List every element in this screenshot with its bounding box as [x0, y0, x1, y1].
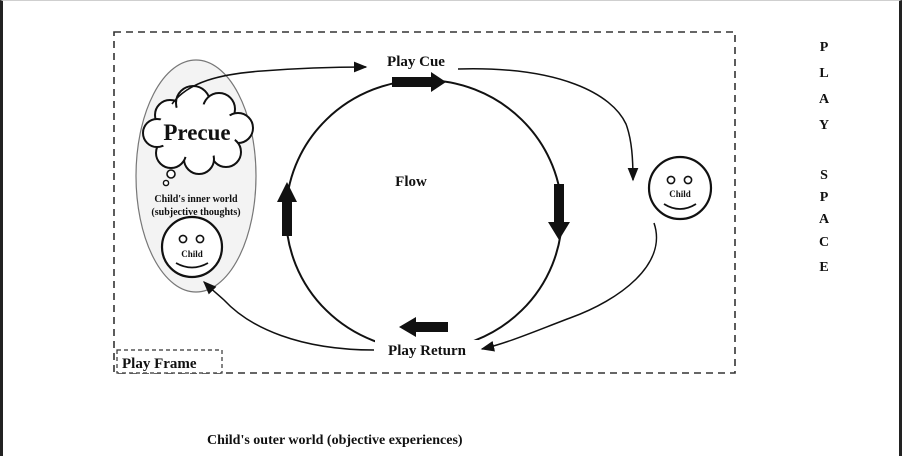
precue-cloud	[142, 85, 254, 187]
flow-arrow-left	[277, 182, 297, 236]
play-cue-label-bg	[375, 51, 457, 71]
flow-label: Flow	[395, 174, 427, 190]
play-return-label: Play Return	[388, 343, 467, 359]
flow-arrow-bottom	[399, 317, 448, 337]
play-space-letter: E	[819, 260, 828, 275]
play-space-letter: P	[820, 190, 829, 205]
play-return-to-inner-world-arrow	[203, 281, 375, 351]
play-space-letter: C	[819, 235, 829, 250]
play-space-letter: L	[819, 66, 828, 81]
flow-arrows	[277, 72, 570, 337]
flow-circle	[285, 79, 563, 351]
play-frame-border	[113, 31, 736, 374]
play-space-letter: A	[819, 212, 830, 227]
inner-world-label: Child's inner world	[154, 194, 238, 205]
precue-label: Precue	[163, 120, 230, 145]
play-cue-label: Play Cue	[387, 54, 445, 70]
play-frame-label: Play Frame	[122, 356, 197, 372]
inner-child-label: Child	[181, 249, 203, 259]
outer-world-label: Child's outer world (objective experienc…	[207, 433, 463, 448]
play-frame-label-box	[116, 349, 223, 374]
flow-arrow-right	[548, 184, 570, 240]
play-space-label: P L A Y S P A C E	[819, 40, 830, 275]
precue-to-play-cue-arrow	[171, 61, 368, 105]
play-space-letter: A	[819, 92, 830, 107]
play-return-label-bg	[375, 340, 481, 360]
connector-arrows	[171, 61, 658, 352]
play-space-letter: Y	[819, 118, 829, 133]
flow-arrow-top	[392, 72, 446, 92]
play-cue-to-child-arrow	[457, 68, 639, 182]
inner-world-sublabel: (subjective thoughts)	[151, 207, 240, 218]
play-space-letter: S	[820, 168, 828, 183]
outer-child-label: Child	[669, 189, 691, 199]
outer-child-face	[647, 155, 713, 221]
child-to-play-return-arrow	[480, 222, 658, 352]
inner-child-face	[160, 215, 224, 279]
play-space-letter: P	[820, 40, 829, 55]
